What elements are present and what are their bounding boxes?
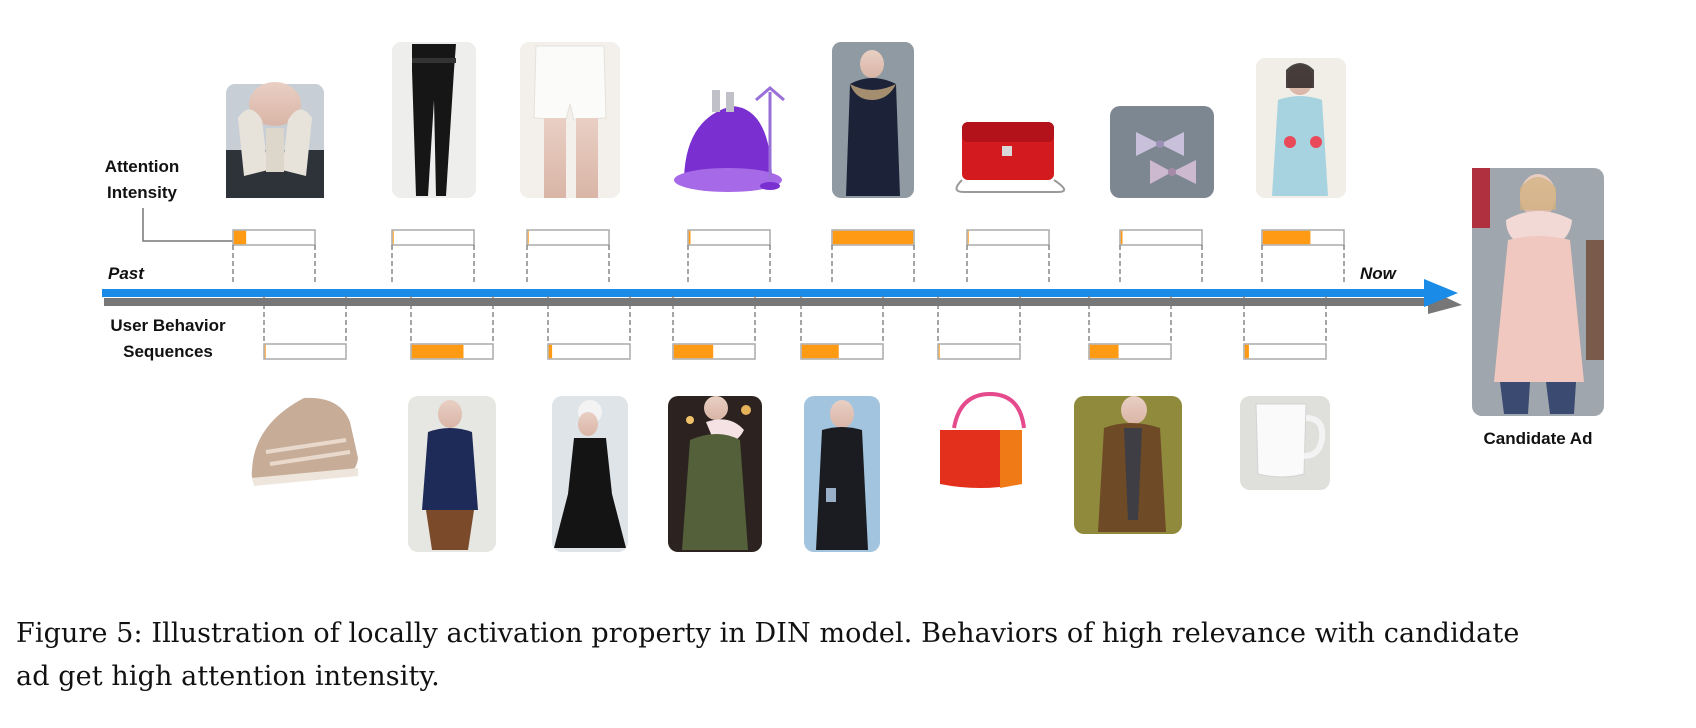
thumb-metallic-sneakers [251,397,358,486]
candidate-ad-label: Candidate Ad [1483,429,1593,448]
attention-bar-frame [391,229,475,246]
attention-bar [1243,296,1327,360]
thumb-black-dress [552,396,628,552]
attention-connector-line [142,208,233,242]
attention-bar-fill [967,230,969,245]
time-arrow [102,279,1462,314]
user-behavior-sequences-label: User Behavior Sequences [88,313,248,365]
sequences-label: Sequences [123,342,213,361]
attention-intensity-label: Attention Intensity [82,154,202,206]
user-behavior-label: User Behavior [110,316,226,335]
attention-bar [831,229,915,282]
attention-bar-frame [263,343,347,360]
thumb-black-long-coat [804,396,880,552]
attention-bar-frame [1243,343,1327,360]
attention-bar [1119,229,1203,282]
attention-bar-fill [688,230,691,245]
thumb-hair-bows [1110,106,1214,198]
attention-bar-fill [1089,344,1119,359]
thumb-olive-parka [668,396,762,552]
caption-line-2: ad get high attention intensity. [16,661,440,692]
attention-bar [263,296,347,360]
attention-bar [1088,296,1172,360]
attention-bar-frame [966,229,1050,246]
attention-bars-upper [232,229,1345,282]
attention-label: Attention [104,157,180,176]
attention-bar [937,296,1021,360]
thumb-black-trousers [392,42,476,198]
attention-bar-fill [938,344,940,359]
thumb-red-chain-bag [955,122,1065,193]
attention-bars-lower [263,296,1327,360]
attention-bar-frame [937,343,1021,360]
attention-bar-fill [1120,230,1123,245]
past-label: Past [108,264,144,283]
attention-bar-frame [687,229,771,246]
attention-bar-fill [527,230,529,245]
attention-bar [526,229,610,282]
thumb-navy-fur-coat [832,42,914,198]
figure-caption: Figure 5: Illustration of locally activa… [16,612,1686,698]
attention-bar-fill [1262,230,1311,245]
attention-bar-fill [233,230,247,245]
attention-bar [800,296,884,360]
caption-line-1: Figure 5: Illustration of locally activa… [16,618,1520,649]
thumb-brown-jacket [1074,396,1182,534]
attention-bar [391,229,475,282]
attention-bar-fill [801,344,839,359]
thumb-navy-puffer [408,396,496,552]
attention-bar-frame [547,343,631,360]
attention-bar [687,229,771,282]
attention-bar-frame [1119,229,1203,246]
attention-bar [410,296,494,360]
intensity-label: Intensity [107,183,177,202]
thumb-garment-steamer [674,86,785,192]
thumb-white-mug [1240,396,1330,490]
attention-bar [1261,229,1345,282]
thumb-floral-pajamas [1256,58,1346,198]
thumb-gloves [226,82,324,198]
attention-bar-fill [264,344,266,359]
attention-bar-frame [526,229,610,246]
attention-bar [672,296,756,360]
thumb-white-shorts [520,42,620,198]
attention-bar-frame [232,229,316,246]
attention-bar [547,296,631,360]
attention-bar-fill [548,344,553,359]
now-label: Now [1360,264,1396,283]
attention-bar [232,229,316,282]
attention-bar-fill [1244,344,1249,359]
attention-bar-fill [392,230,394,245]
timeline-diagram [102,42,1604,552]
thumb-red-tote [940,391,1026,488]
thumb-candidate-pink-coat [1472,168,1604,416]
attention-bar-fill [411,344,464,359]
attention-bar-fill [832,230,914,245]
attention-bar [966,229,1050,282]
attention-bar-fill [673,344,714,359]
